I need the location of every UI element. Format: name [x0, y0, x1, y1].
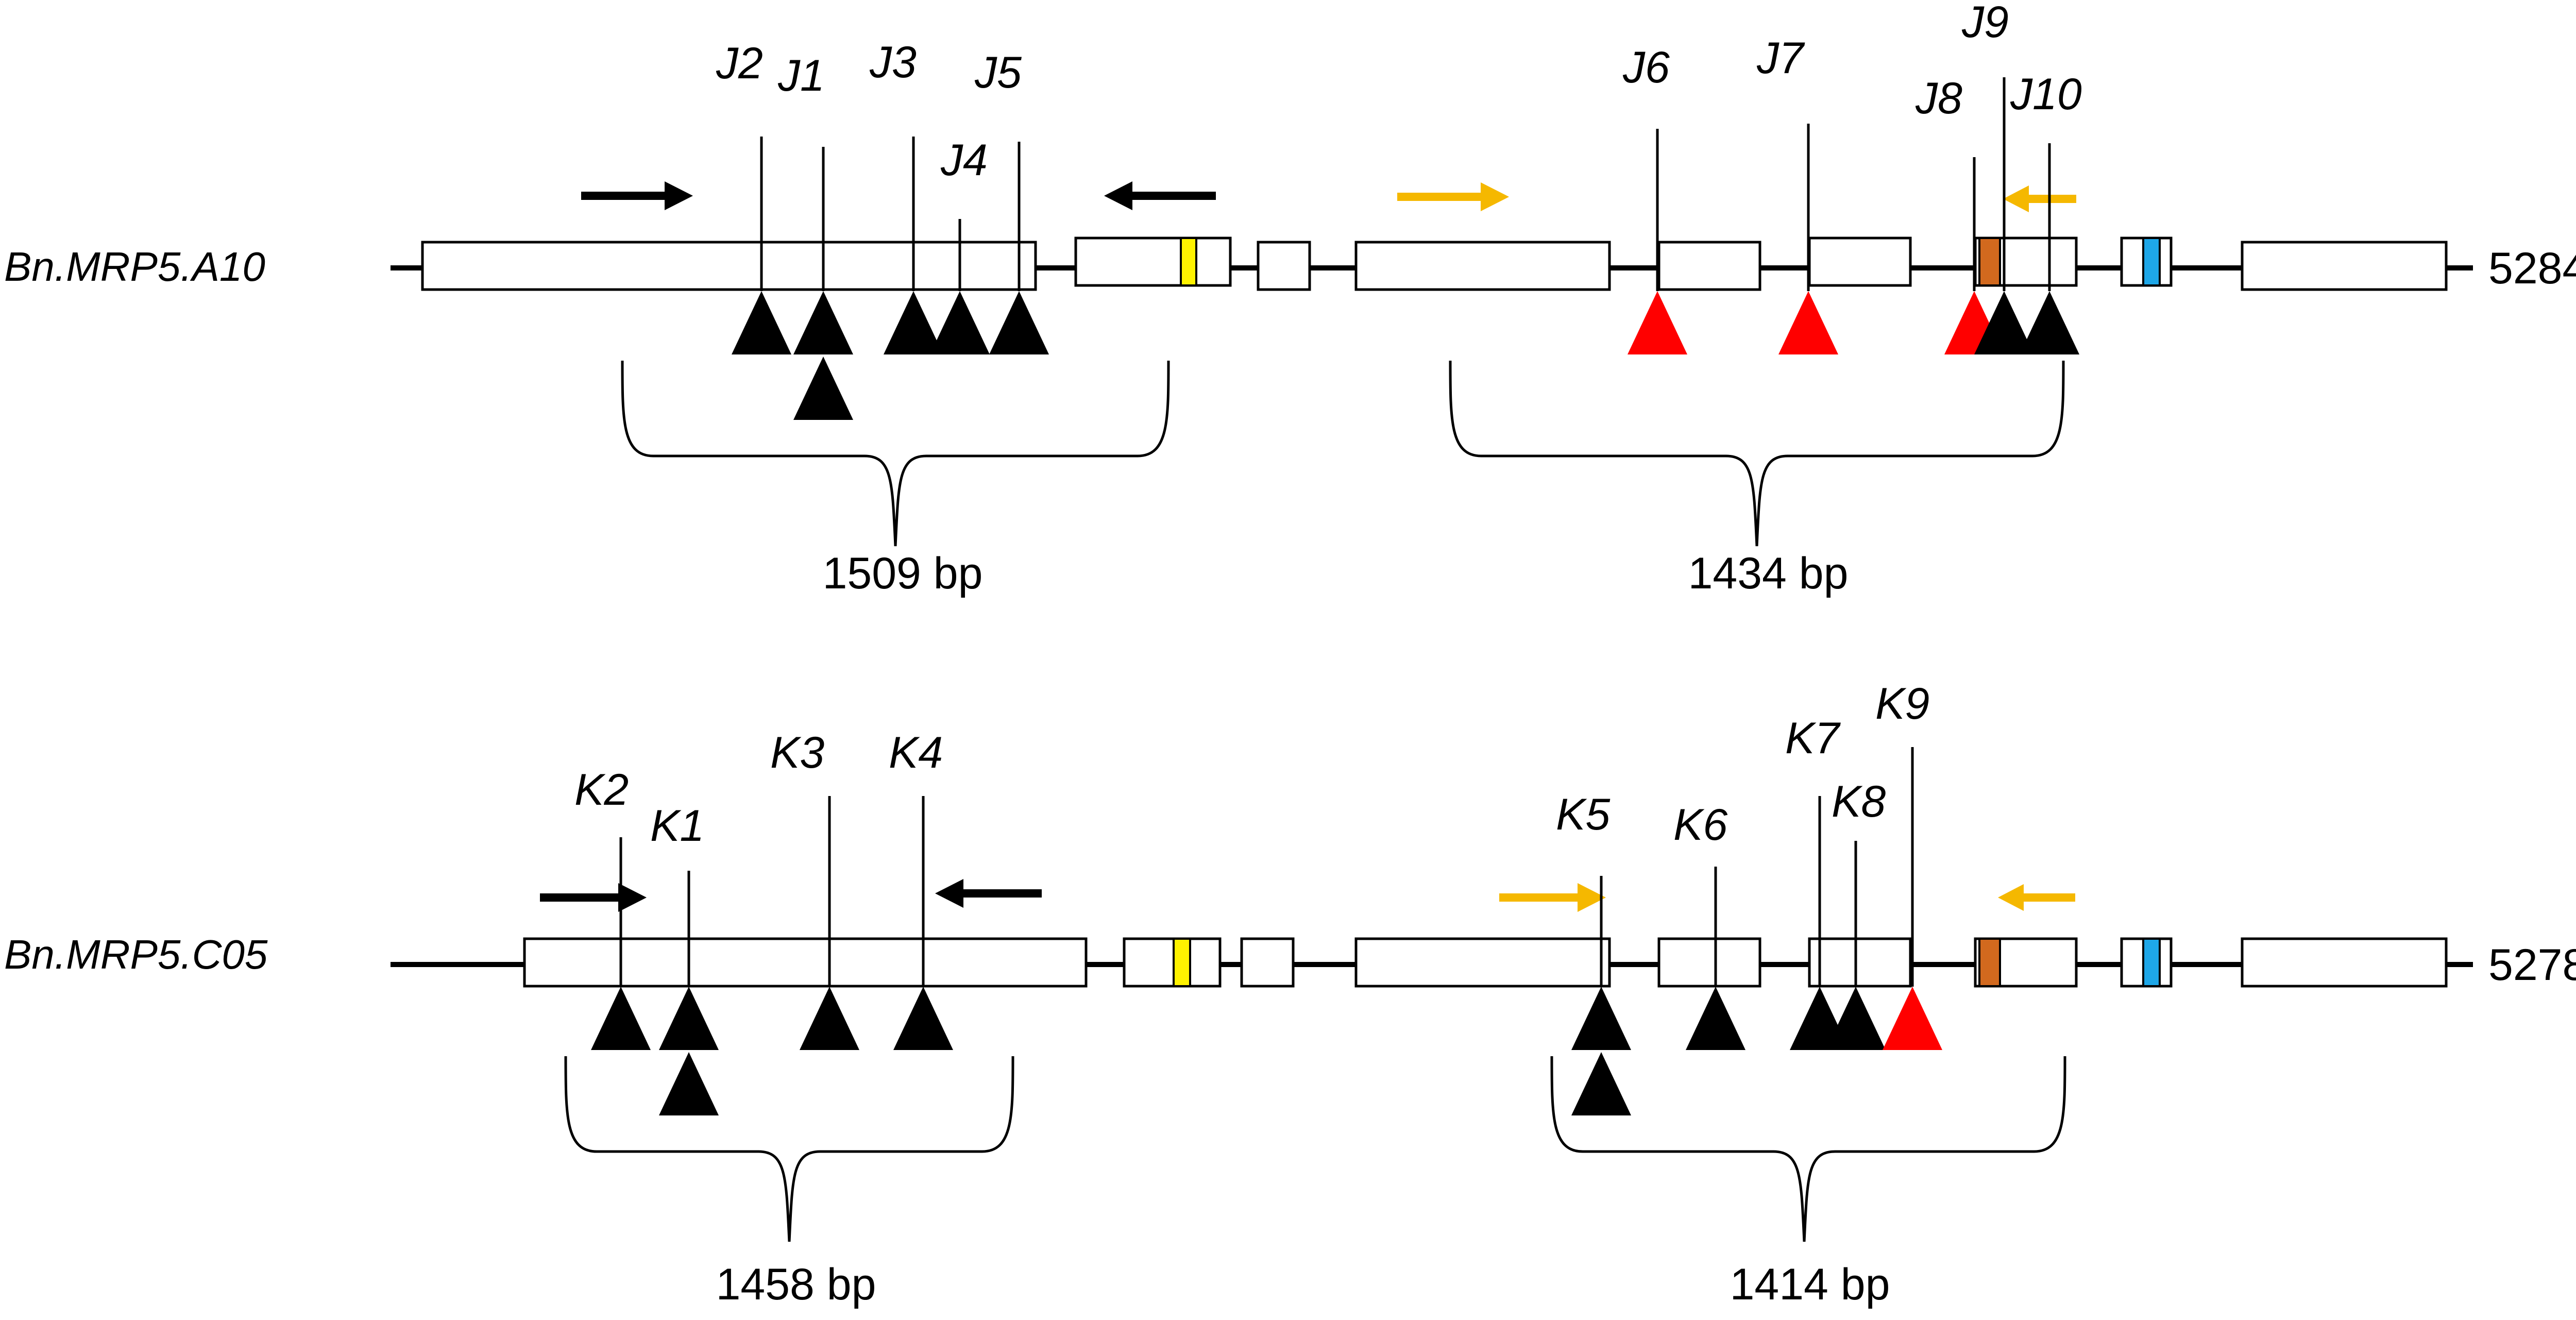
site-label-k5: K5 — [1556, 790, 1611, 839]
site-label-k6: K6 — [1673, 800, 1727, 850]
black-primer-forward-arrow-icon — [581, 181, 693, 210]
mutation-triangle-black — [1974, 291, 2034, 354]
yellow-primer-reverse-arrow-icon — [1998, 884, 2075, 911]
amplicon-length-a10-1: 1509 bp — [823, 549, 983, 598]
site-label-k2: K2 — [574, 765, 629, 815]
domain-marker-blue — [2142, 237, 2161, 286]
site-label-k4: K4 — [889, 728, 943, 777]
exon — [1808, 937, 1912, 988]
mutation-triangle-black — [884, 291, 943, 354]
exon — [2241, 241, 2448, 291]
mutation-triangle-black — [800, 987, 859, 1050]
mutation-triangle-black — [659, 1052, 719, 1115]
amplicon-braces-c05 — [564, 1056, 2066, 1242]
gene-name-c05: Bn.MRP5.C05 — [4, 932, 268, 977]
site-label-k7: K7 — [1785, 714, 1841, 763]
site-label-k3: K3 — [770, 728, 824, 777]
exon — [1240, 937, 1295, 988]
site-label-k8: K8 — [1832, 777, 1886, 826]
exon — [1657, 937, 1761, 988]
site-label-j10: J10 — [2010, 70, 2082, 119]
site-labels-c05: K2 K1 K3 K4 K5 K6 K7 K8 K9 — [574, 679, 1929, 851]
primer-arrows-c05 — [540, 879, 2075, 912]
domain-marker-orange — [1978, 938, 2001, 987]
mutation-triangle-black — [2020, 291, 2079, 354]
black-primer-reverse-arrow-icon — [1104, 181, 1216, 210]
exon — [1808, 236, 1912, 287]
mutation-triangle-red — [1628, 291, 1687, 354]
mutation-triangle-black — [659, 987, 719, 1050]
domain-marker-orange — [1978, 237, 2001, 286]
exon — [2241, 937, 2448, 988]
amplicon-brace-2 — [1449, 360, 2065, 547]
gene-size-a10: 5284 bp — [2488, 244, 2576, 293]
site-label-j8: J8 — [1915, 74, 1962, 123]
site-label-j3: J3 — [869, 38, 917, 87]
mutation-triangle-black — [1571, 987, 1631, 1050]
site-label-k1: K1 — [650, 801, 704, 851]
amplicon-length-c05-1: 1458 bp — [716, 1260, 876, 1309]
mutation-triangle-black — [1686, 987, 1745, 1050]
exons-a10 — [421, 236, 2448, 291]
yellow-primer-forward-arrow-icon — [1499, 883, 1606, 912]
mutation-triangle-black — [893, 987, 953, 1050]
amplicon-brace-1 — [621, 360, 1170, 547]
exon — [1354, 241, 1611, 291]
gene-size-c05: 5278 bp — [2488, 940, 2576, 990]
mutation-triangle-black — [989, 291, 1049, 354]
site-label-j5: J5 — [974, 48, 1022, 97]
amplicon-brace-2 — [1550, 1056, 2066, 1242]
mutation-triangle-black — [591, 987, 651, 1050]
domain-marker-blue — [2142, 938, 2161, 987]
mutation-triangles-c05 — [591, 987, 1942, 1115]
amplicon-braces-a10 — [621, 360, 2065, 547]
mutation-triangle-black — [793, 291, 853, 354]
exon — [1074, 236, 1232, 287]
mutation-triangle-black — [732, 291, 791, 354]
exon — [421, 241, 1037, 291]
yellow-primer-forward-arrow-icon — [1397, 182, 1509, 211]
gene-c05: Bn.MRP5.C05 5278 bp — [4, 679, 2576, 1309]
domain-marker-yellow — [1173, 938, 1191, 987]
site-label-j4: J4 — [940, 136, 988, 185]
mutation-triangle-black — [930, 291, 990, 354]
exon — [1257, 241, 1311, 291]
site-label-j1: J1 — [777, 51, 825, 100]
gene-a10: Bn.MRP5.A10 5284 bp — [4, 0, 2576, 598]
black-primer-reverse-arrow-icon — [935, 879, 1042, 908]
mutation-triangle-black — [1571, 1052, 1631, 1115]
mutation-triangle-red — [1883, 987, 1942, 1050]
site-label-j9: J9 — [1961, 0, 2009, 47]
site-label-j2: J2 — [716, 39, 763, 88]
exon — [1354, 937, 1611, 988]
site-label-k9: K9 — [1875, 679, 1929, 729]
primer-arrows-a10 — [581, 181, 2076, 212]
domain-marker-yellow — [1180, 237, 1197, 286]
site-lines-a10 — [760, 77, 2051, 291]
mutation-triangles-a10 — [732, 291, 2079, 420]
exon — [523, 937, 1088, 988]
exon — [1123, 937, 1222, 988]
site-label-j6: J6 — [1622, 43, 1670, 92]
black-primer-forward-arrow-icon — [540, 883, 647, 912]
amplicon-length-a10-2: 1434 bp — [1688, 549, 1849, 598]
exon — [1657, 241, 1761, 291]
mutation-triangle-black — [793, 357, 853, 420]
gene-name-a10: Bn.MRP5.A10 — [4, 244, 265, 290]
mutation-triangle-black — [1826, 987, 1886, 1050]
amplicon-brace-1 — [564, 1056, 1014, 1242]
site-label-j7: J7 — [1756, 33, 1805, 83]
site-labels-a10: J2 J1 J3 J4 J5 J6 J7 J8 J9 J10 — [716, 0, 2082, 185]
site-lines-c05 — [619, 747, 1914, 987]
amplicon-length-c05-2: 1414 bp — [1730, 1260, 1890, 1309]
mutation-triangle-red — [1778, 291, 1838, 354]
yellow-primer-reverse-arrow-icon — [2003, 185, 2076, 212]
